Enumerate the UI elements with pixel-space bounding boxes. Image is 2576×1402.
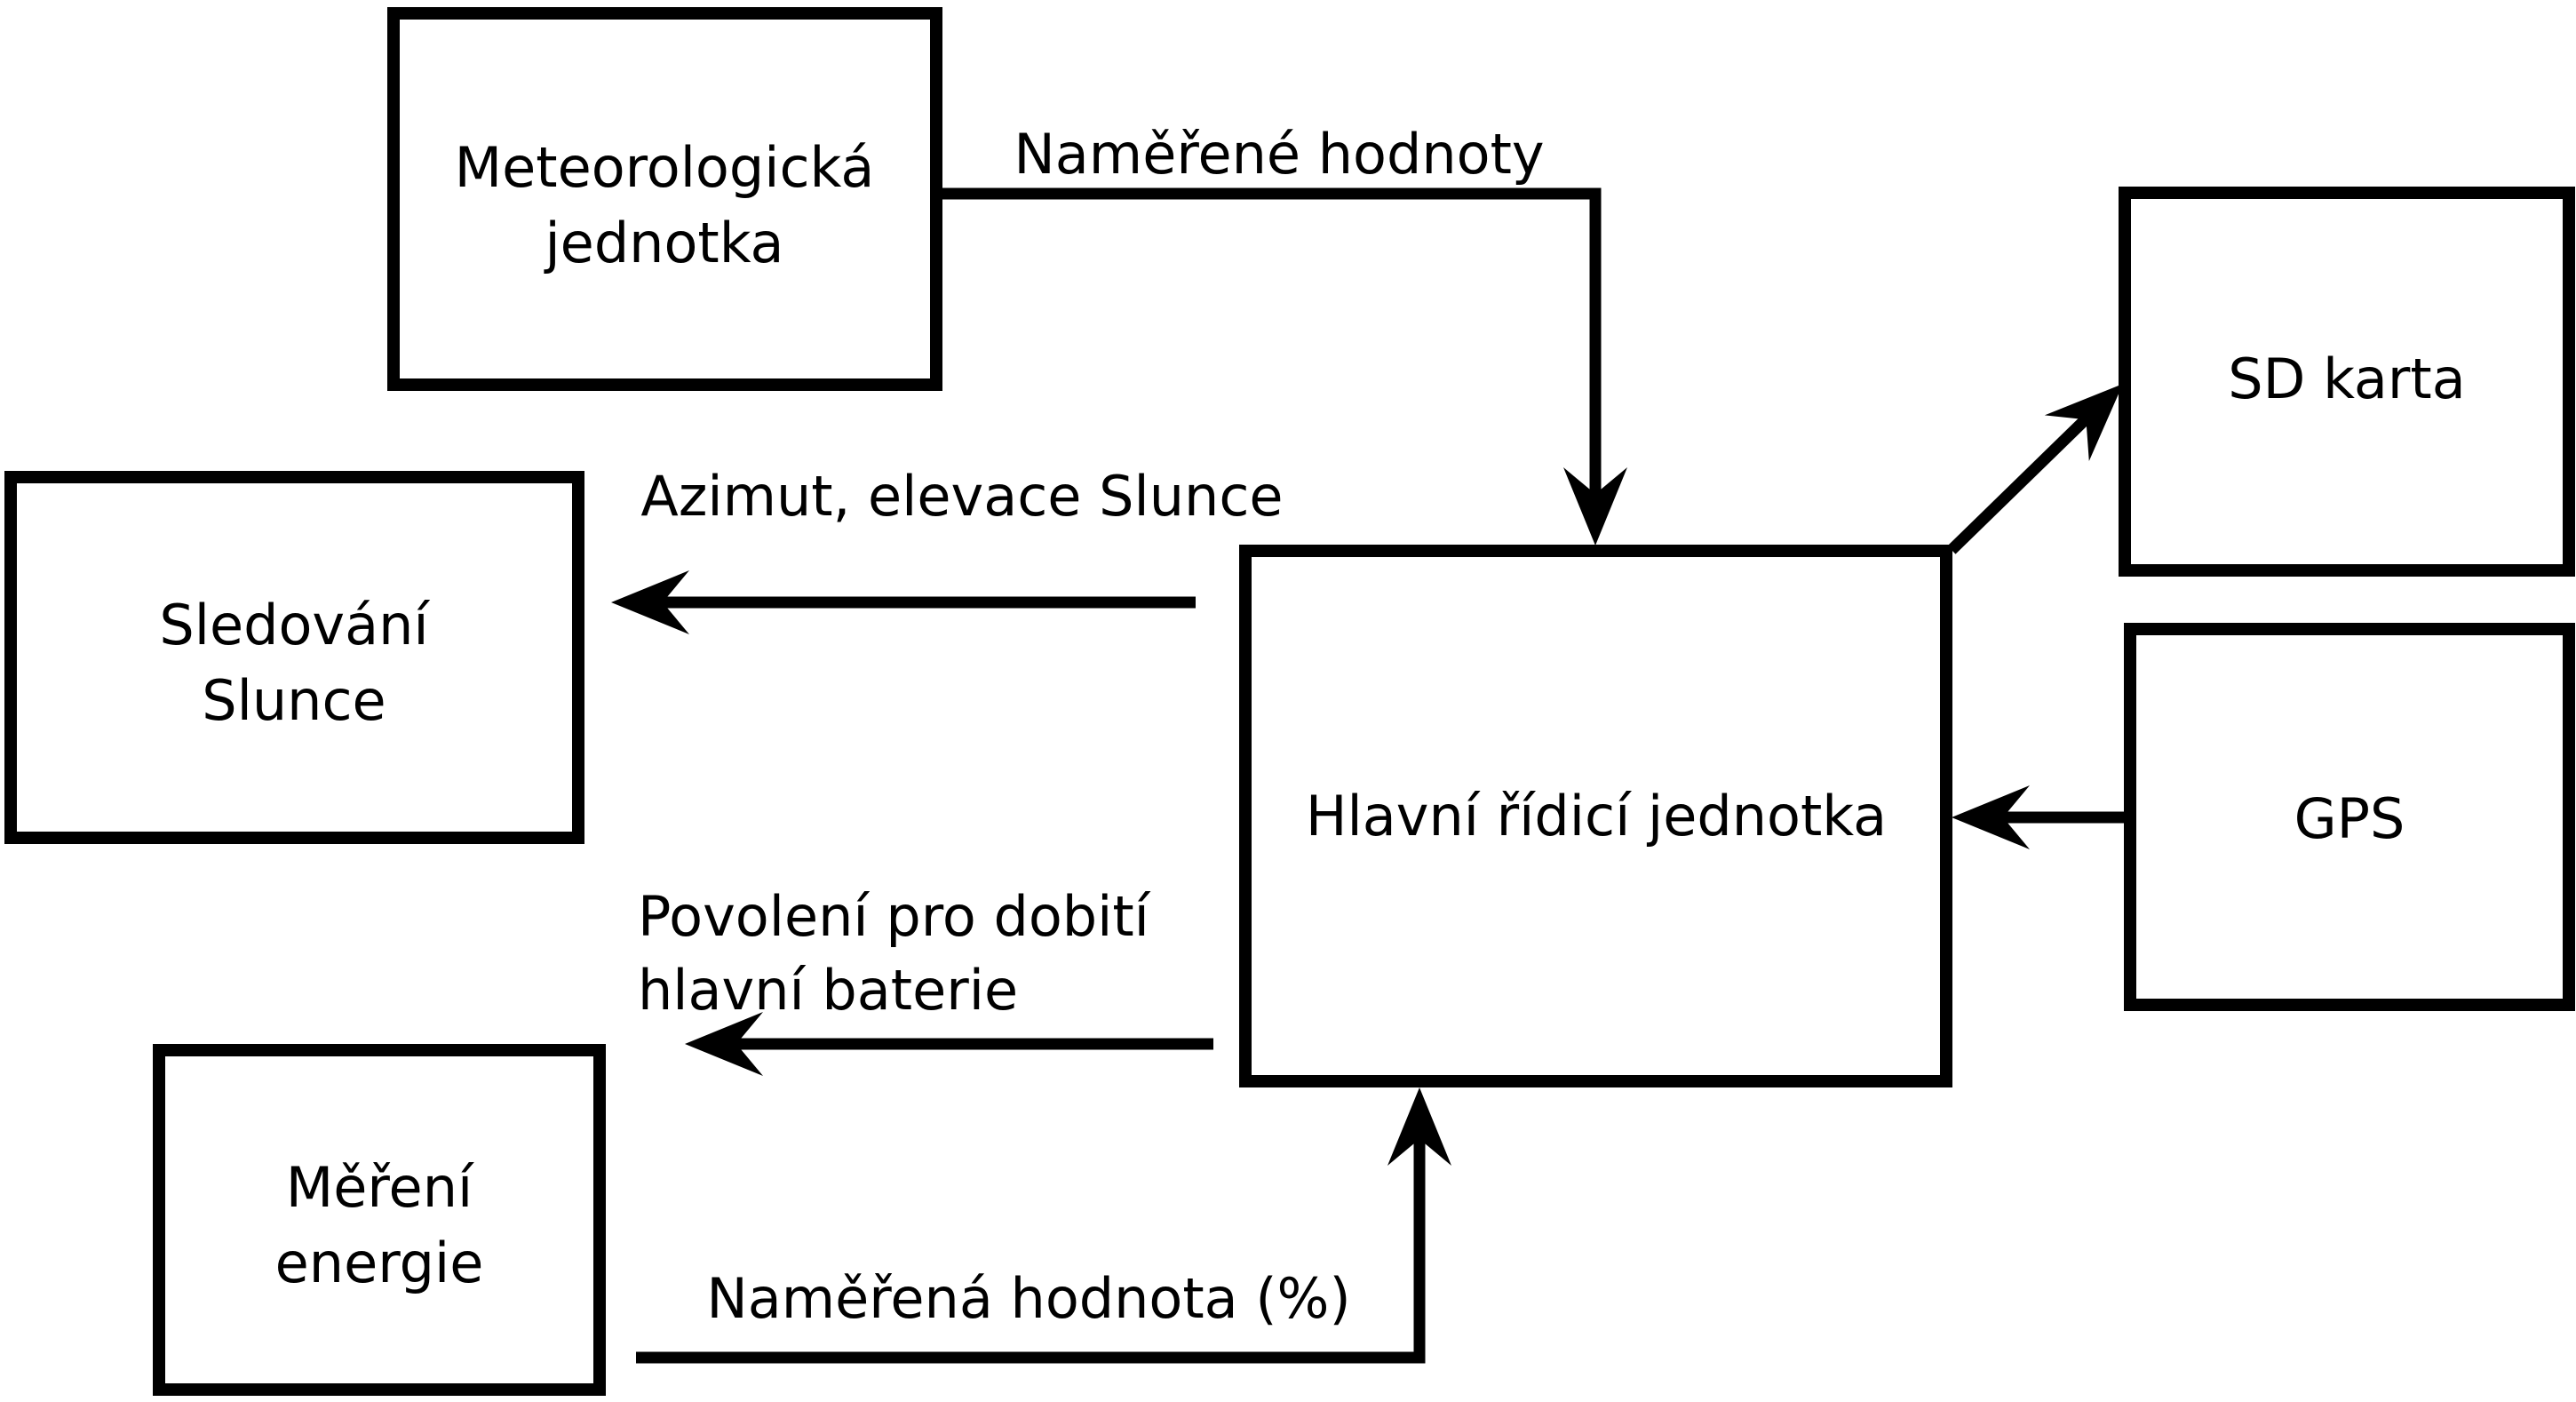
node-sd-karta-box <box>2119 187 2575 577</box>
node-mereni-energie-box <box>153 1044 606 1396</box>
arrow-main-to-sd <box>1947 411 2094 554</box>
arrow-meteo-to-main <box>942 187 1602 515</box>
arrow-mereni-to-main <box>636 1128 1426 1364</box>
node-mereni-energie-label-line1: Měření <box>286 1155 474 1220</box>
nodes <box>4 7 2575 1396</box>
arrowhead-main-to-left-icon <box>685 1012 763 1076</box>
node-labels: Meteorologická jednotka Sledování Slunce… <box>159 135 2465 1295</box>
node-sledovani-slunce-label-line2: Slunce <box>202 668 386 733</box>
arrowhead-meteo-to-main-icon <box>1563 467 1627 546</box>
arrowhead-main-to-sledovani-icon <box>611 570 689 634</box>
node-hlavni-ridici-jednotka-label: Hlavní řídicí jednotka <box>1306 784 1887 848</box>
edge-label-namerene-hodnoty: Naměřené hodnoty <box>1014 122 1544 187</box>
edge-label-azimut-elevace-slunce: Azimut, elevace Slunce <box>640 464 1283 529</box>
node-meteorologicka-jednotka-label-line1: Meteorologická <box>455 135 875 200</box>
node-sd-karta-label: SD karta <box>2228 347 2465 411</box>
node-mereni-energie-label-line2: energie <box>275 1231 484 1295</box>
node-gps-label: GPS <box>2294 786 2405 851</box>
node-gps-box <box>2124 623 2575 1011</box>
node-meteorologicka-jednotka-box <box>387 7 942 391</box>
edge-label-povoleni-pro-dobiti-line2: hlavní baterie <box>638 958 1018 1023</box>
edge-label-namerena-hodnota: Naměřená hodnota (%) <box>706 1266 1350 1331</box>
edge-label-povoleni-pro-dobiti-line1: Povolení pro dobití <box>638 884 1151 949</box>
arrowhead-main-to-sd-icon <box>2044 384 2123 461</box>
node-hlavni-ridici-jednotka-box <box>1239 545 1952 1087</box>
node-meteorologicka-jednotka-label-line2: jednotka <box>543 211 783 275</box>
edges <box>611 187 2130 1364</box>
edge-labels: Naměřené hodnoty Azimut, elevace Slunce … <box>638 122 1545 1331</box>
arrowhead-gps-to-main-icon <box>1952 785 2030 849</box>
node-sledovani-slunce-box <box>4 471 584 844</box>
node-sledovani-slunce-label-line1: Sledování <box>159 593 430 657</box>
arrowhead-mereni-to-main-icon <box>1387 1087 1451 1166</box>
